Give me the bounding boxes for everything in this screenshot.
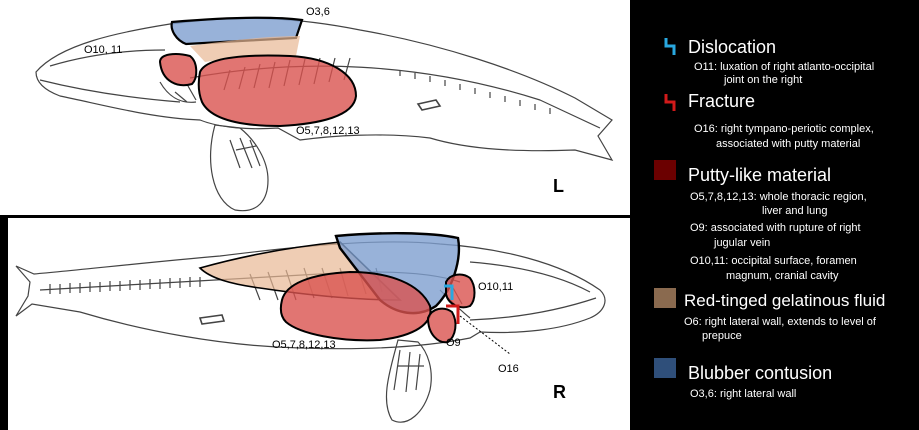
- legend-fracture-title: Fracture: [688, 91, 755, 112]
- top-label-thorax: O5,7,8,12,13: [296, 125, 360, 137]
- legend-contusion-note: O3,6: right lateral wall: [690, 388, 796, 401]
- legend-dislocation-title: Dislocation: [688, 37, 776, 58]
- bottom-side-letter: R: [553, 382, 566, 402]
- legend-putty-note1-line2: liver and lung: [762, 205, 827, 218]
- bottom-label-head: O10,11: [478, 281, 513, 293]
- contusion-swatch: [654, 358, 676, 378]
- legend-contusion-title: Blubber contusion: [688, 363, 832, 384]
- fluid-swatch: [654, 288, 676, 308]
- top-side-letter: L: [553, 176, 564, 196]
- legend: Dislocation O11: luxation of right atlan…: [632, 30, 919, 430]
- legend-putty-note2-line2: jugular vein: [714, 237, 770, 250]
- bottom-putty-head: [446, 275, 475, 308]
- legend-putty-note3-line2: magnum, cranial cavity: [726, 270, 839, 283]
- legend-putty-note1-line1: O5,7,8,12,13: whole thoracic region,: [690, 191, 867, 204]
- legend-fluid-note-line1: O6: right lateral wall, extends to level…: [684, 316, 876, 329]
- legend-fracture-note-line1: O16: right tympano-periotic complex,: [694, 123, 874, 136]
- legend-fluid-note-line2: prepuce: [702, 330, 742, 343]
- top-label-blubber: O3,6: [306, 6, 330, 18]
- bottom-label-ear: O16: [498, 363, 519, 375]
- bottom-label-thorax: O5,7,8,12,13: [272, 339, 336, 351]
- bottom-label-jugular: O9: [446, 337, 461, 349]
- legend-dislocation-note-line2: joint on the right: [724, 74, 802, 87]
- putty-swatch: [654, 160, 676, 180]
- dislocation-symbol-icon: [662, 36, 684, 56]
- legend-putty-note2-line1: O9: associated with rupture of right: [690, 222, 861, 235]
- top-label-head: O10, 11: [84, 44, 122, 56]
- top-putty-thorax: [199, 56, 356, 126]
- legend-putty-note3-line1: O10,11: occipital surface, foramen: [690, 255, 857, 268]
- legend-putty-title: Putty-like material: [688, 165, 831, 186]
- legend-fracture-note-line2: associated with putty material: [716, 138, 860, 151]
- legend-fluid-title: Red-tinged gelatinous fluid: [684, 291, 885, 311]
- fracture-symbol-icon: [662, 92, 684, 112]
- legend-dislocation-note-line1: O11: luxation of right atlanto-occipital: [694, 61, 874, 74]
